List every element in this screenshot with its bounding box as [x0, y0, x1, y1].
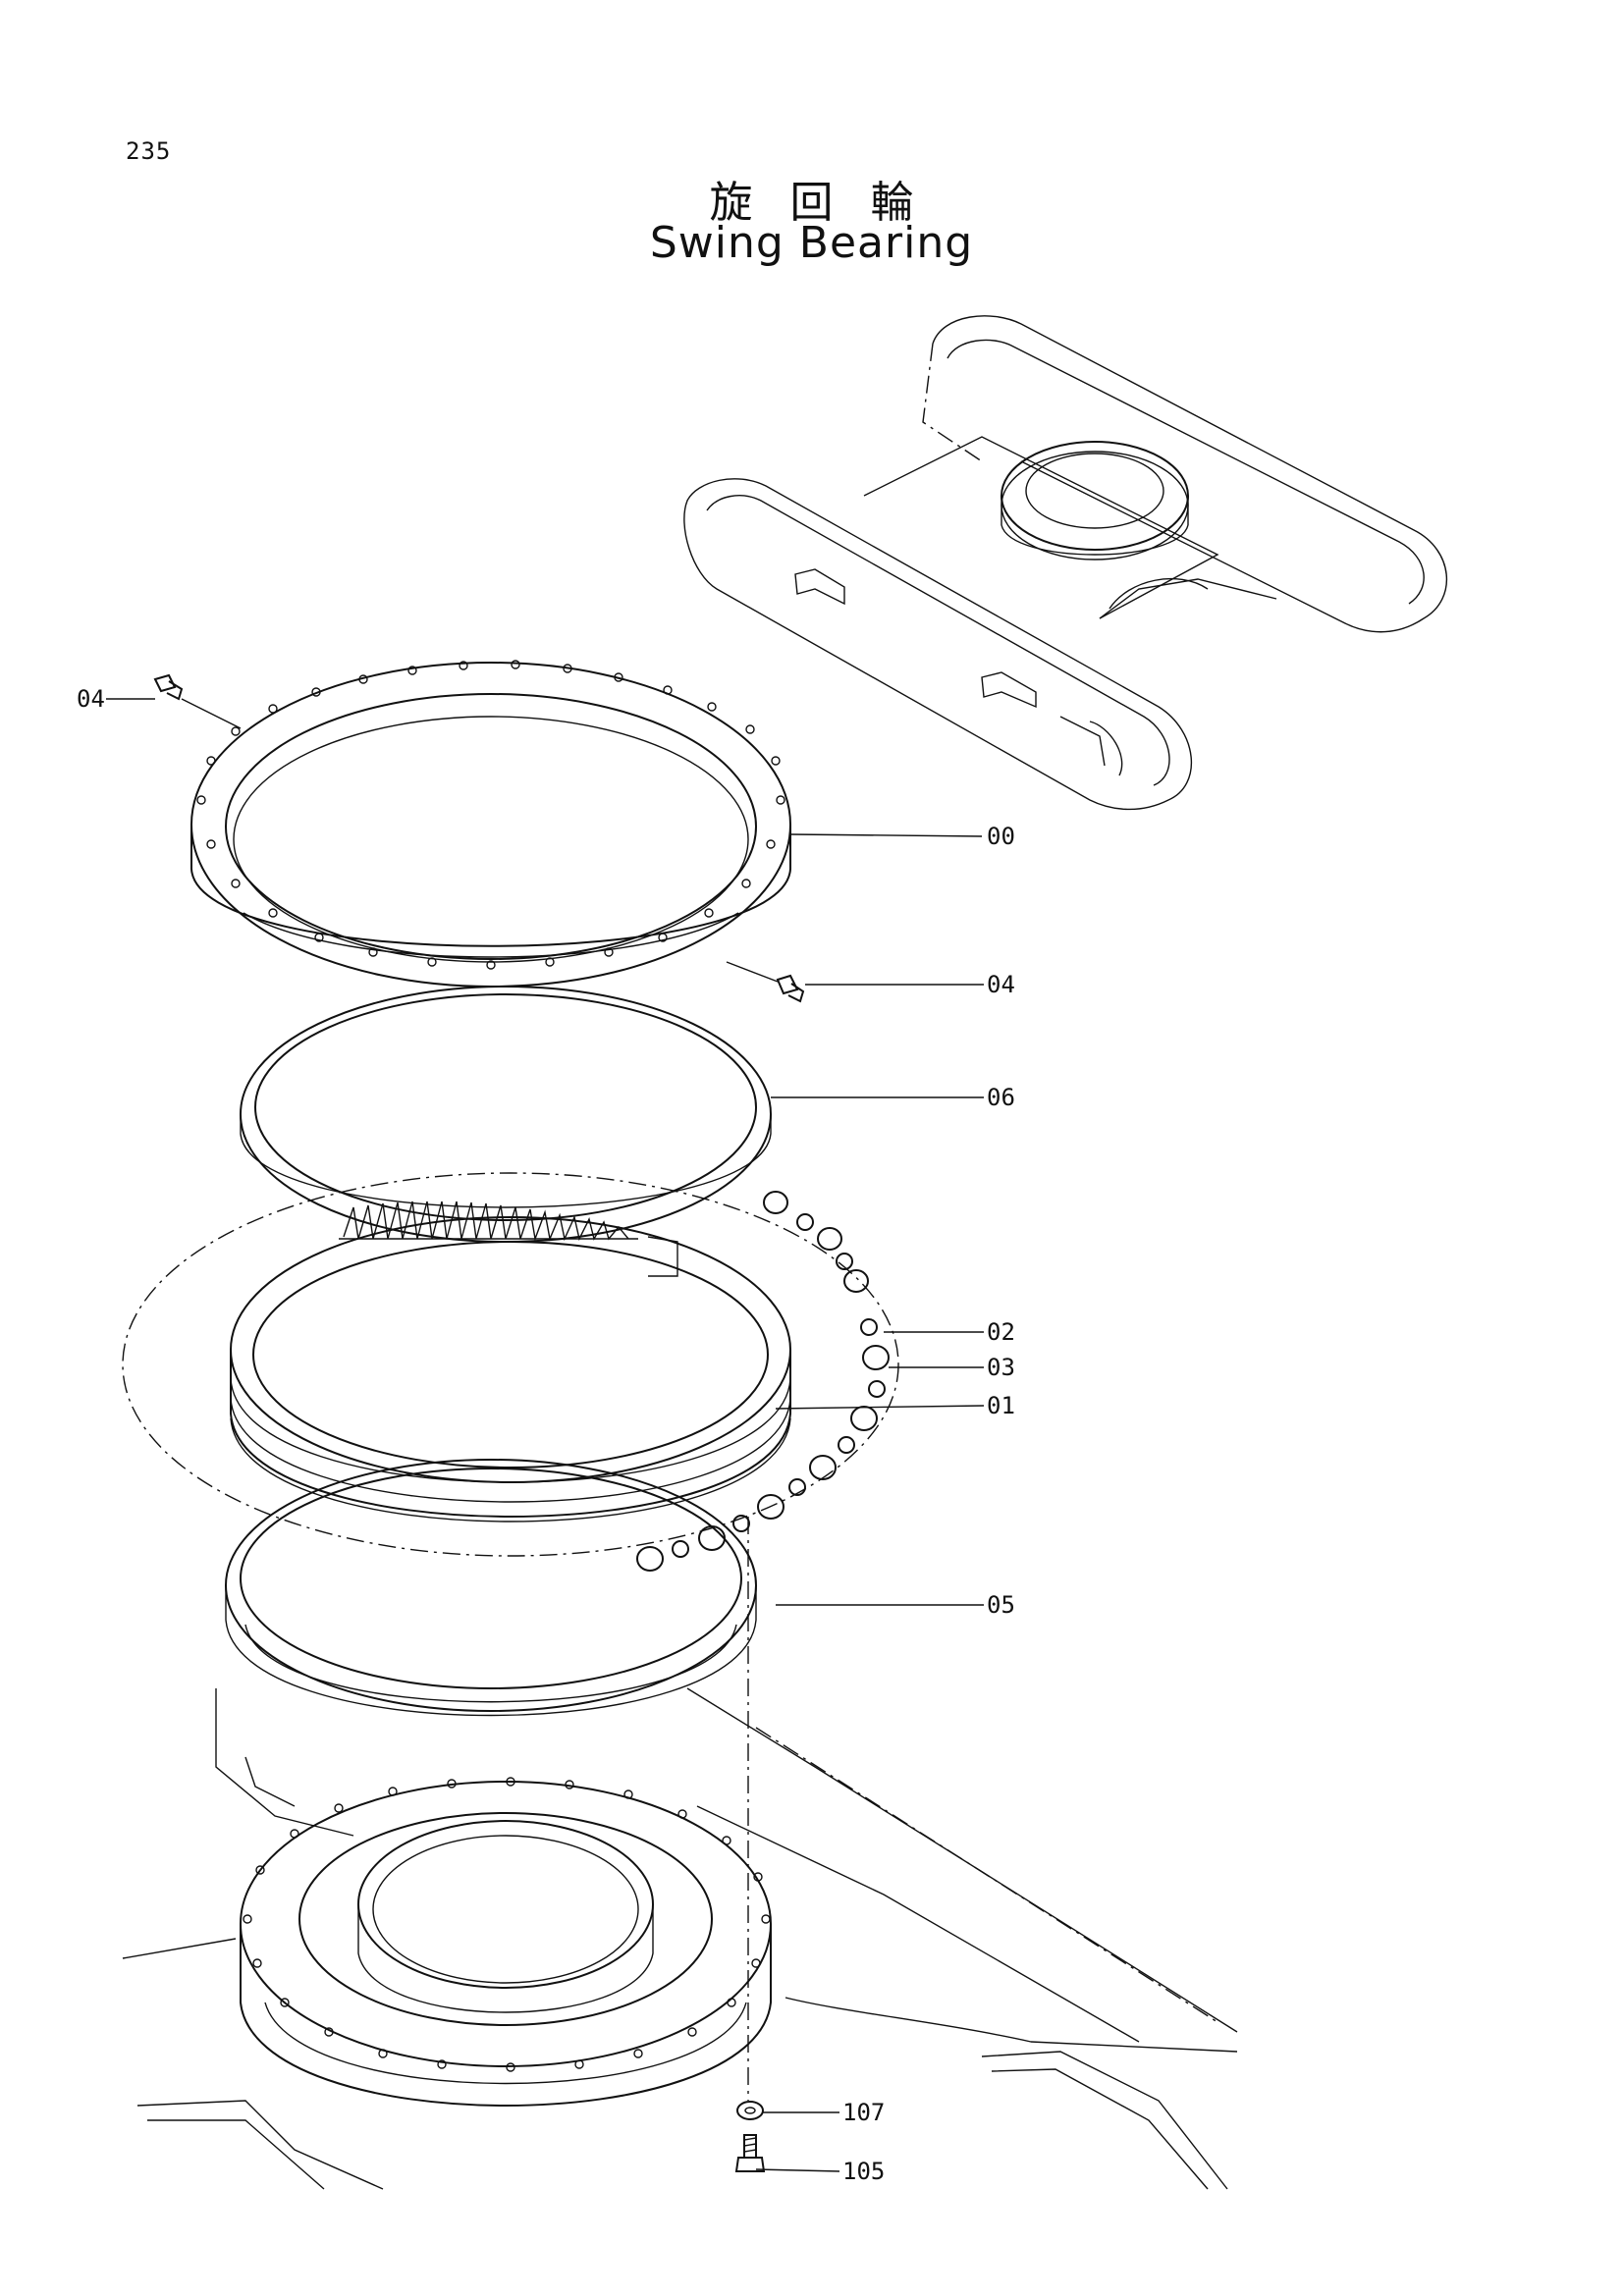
- bolt-holes-base: [243, 1777, 771, 2072]
- callout-02: 02: [987, 1318, 1015, 1346]
- title-japanese: 旋回輪: [709, 178, 951, 228]
- callout-04-right: 04: [987, 971, 1015, 998]
- page-number: 235: [126, 137, 172, 165]
- callout-04-left: 04: [77, 685, 105, 713]
- callout-05: 05: [987, 1591, 1015, 1619]
- bolt-holes-ring-00: [196, 660, 785, 970]
- track-frame-illustration: [683, 315, 1447, 811]
- bolt-part-105-icon: [734, 2134, 766, 2172]
- leader-lines: [106, 698, 985, 2172]
- washer-part-107-icon: [736, 2101, 764, 2120]
- grease-fitting-upper-icon: [153, 673, 184, 701]
- callout-01: 01: [987, 1392, 1015, 1419]
- outer-ring-part-00: [190, 660, 791, 988]
- seal-ring-part-06: [240, 986, 772, 1243]
- seal-ring-part-05: [225, 1459, 757, 1717]
- callout-105: 105: [842, 2158, 885, 2185]
- grease-fitting-lower-icon: [776, 974, 805, 1003]
- inner-ring-part-01: [122, 1172, 899, 1557]
- callout-06: 06: [987, 1084, 1015, 1111]
- callout-03: 03: [987, 1354, 1015, 1381]
- callout-00: 00: [987, 823, 1015, 850]
- title-english: Swing Bearing: [649, 218, 974, 268]
- callout-107: 107: [842, 2099, 885, 2126]
- mounting-base-illustration: [122, 1687, 1238, 2190]
- ball-and-roller-set-parts-02-03: [636, 1191, 890, 1572]
